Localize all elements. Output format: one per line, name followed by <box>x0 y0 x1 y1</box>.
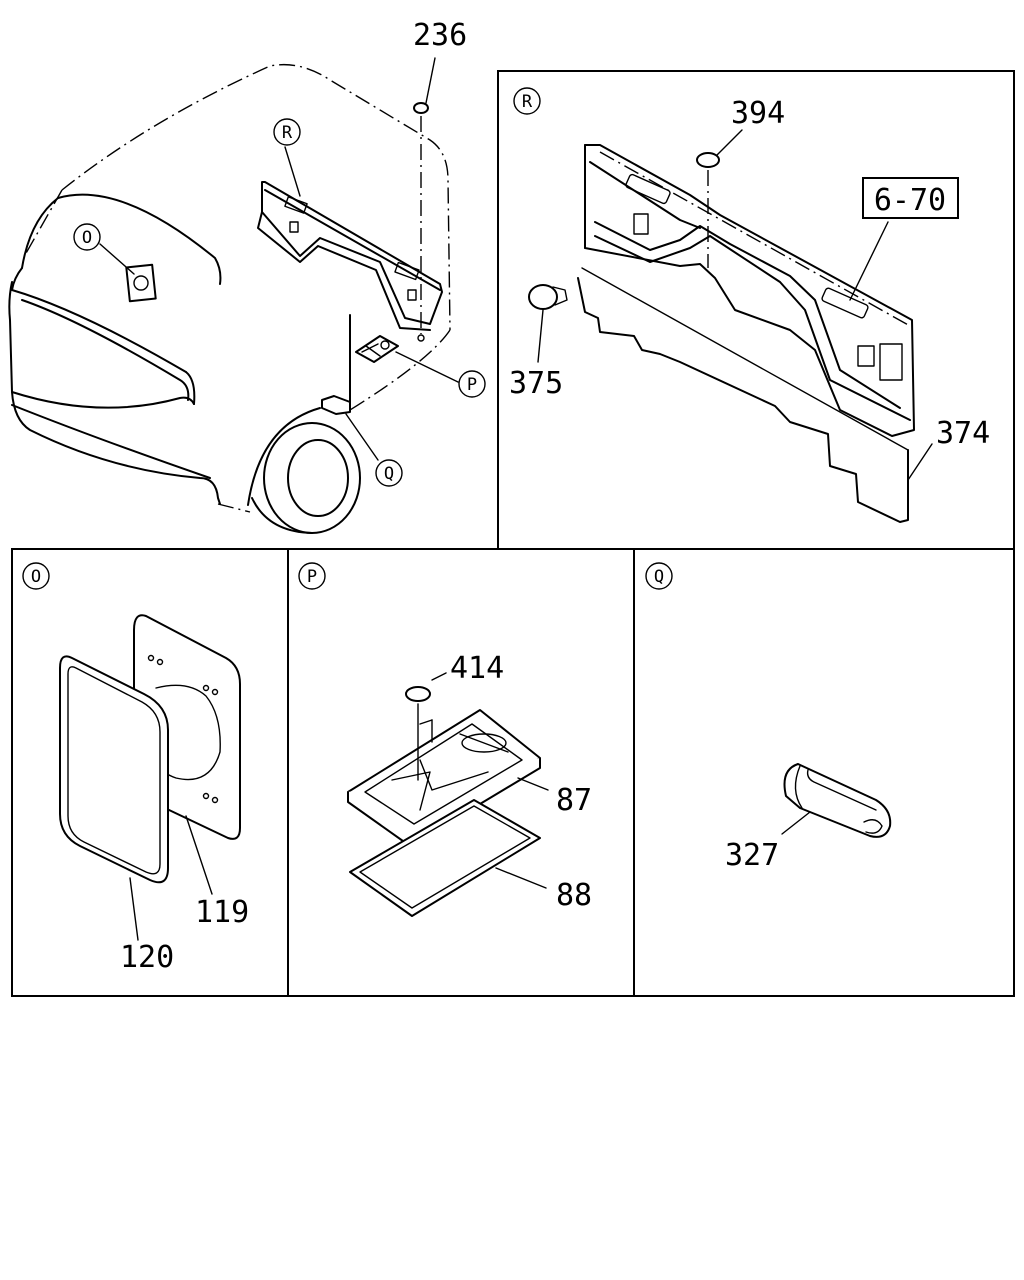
part-number-119: 119 <box>195 895 249 930</box>
svg-text:O: O <box>31 567 41 587</box>
part-number-88: 88 <box>556 878 592 913</box>
callout-main-P: P <box>458 370 486 398</box>
svg-text:R: R <box>522 92 533 112</box>
svg-text:R: R <box>282 123 293 143</box>
callout-main-R: R <box>273 118 301 146</box>
reference-box-6-70: 6-70 <box>862 177 959 219</box>
panel-Q-drawing <box>781 763 892 838</box>
svg-text:Q: Q <box>384 464 394 484</box>
svg-text:P: P <box>467 375 477 395</box>
vehicle-overview-drawing <box>8 57 459 534</box>
svg-text:6-70: 6-70 <box>874 183 946 218</box>
part-number-374: 374 <box>936 416 990 451</box>
svg-text:O: O <box>82 228 92 248</box>
part-number-87: 87 <box>556 783 592 818</box>
part-number-327: 327 <box>725 838 779 873</box>
svg-text:P: P <box>307 567 317 587</box>
callout-main-Q: Q <box>375 459 403 487</box>
callout-panel-Q: Q <box>645 562 673 590</box>
part-number-414: 414 <box>450 651 504 686</box>
callout-panel-P: P <box>298 562 326 590</box>
svg-text:Q: Q <box>654 567 664 587</box>
rear-panel-R-drawing <box>528 129 933 523</box>
part-number-375: 375 <box>509 366 563 401</box>
callout-main-O: O <box>73 223 101 251</box>
part-number-120: 120 <box>120 940 174 975</box>
part-number-394: 394 <box>731 96 785 131</box>
panel-O-drawing <box>59 614 241 941</box>
callout-panel-R: R <box>513 87 541 115</box>
panel-frames <box>11 70 1015 997</box>
callout-panel-O: O <box>22 562 50 590</box>
part-number-236: 236 <box>413 18 467 53</box>
panel-P-drawing <box>347 672 549 917</box>
